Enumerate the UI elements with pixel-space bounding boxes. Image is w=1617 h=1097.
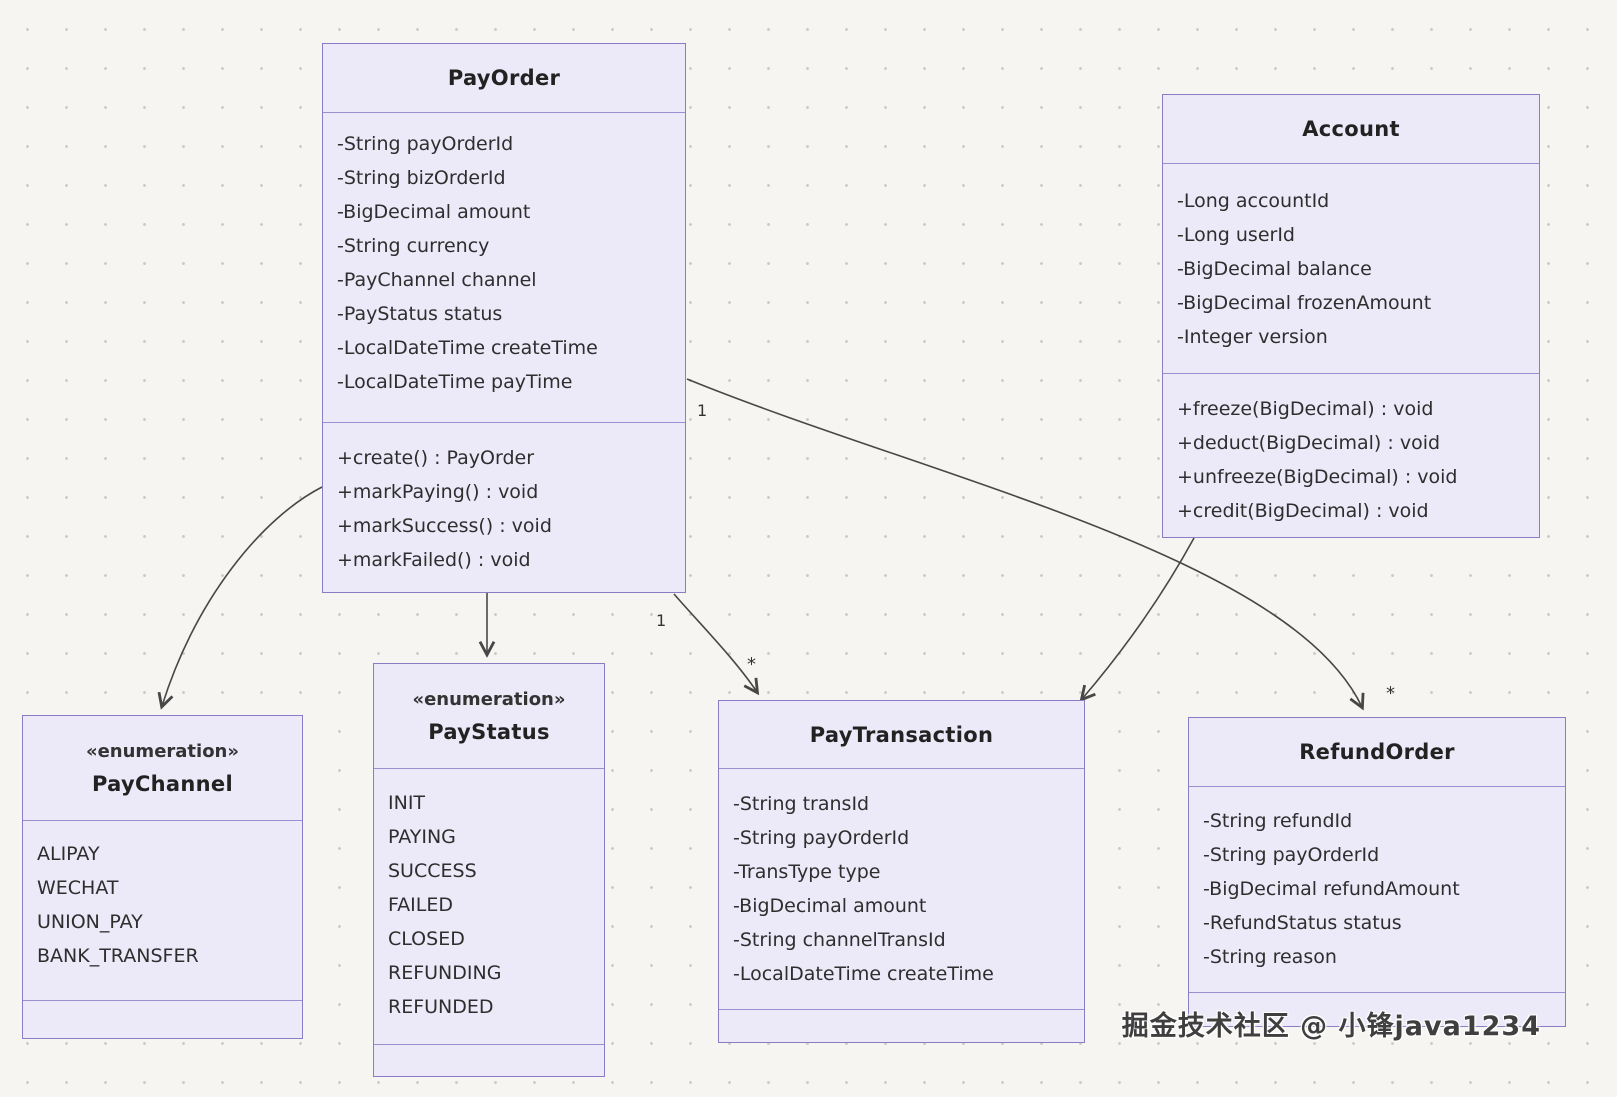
class-title: RefundOrder [1299, 740, 1455, 764]
attribute-line: -BigDecimal amount [337, 201, 531, 223]
multiplicity-payorder-refundorder-source: 1 [697, 401, 708, 420]
multiplicity-payorder-refundorder-target: * [1386, 683, 1395, 704]
attribute-line: -String reason [1203, 946, 1337, 968]
enum-paystatus-header: «enumeration» PayStatus [374, 664, 604, 768]
attribute-line: -String currency [337, 235, 490, 257]
attribute-line: -Long userId [1177, 224, 1295, 246]
class-account-header: Account [1163, 95, 1539, 163]
class-payorder: PayOrder -String payOrderId -String bizOr… [322, 43, 686, 593]
attribute-line: -LocalDateTime createTime [337, 337, 598, 359]
enum-value-line: WECHAT [37, 877, 119, 899]
class-refundorder-attributes: -String refundId -String payOrderId -BigDe… [1189, 786, 1565, 992]
attribute-line: -BigDecimal frozenAmount [1177, 292, 1432, 314]
watermark-text: 掘金技术社区 @ 小锋java1234 [1121, 1011, 1541, 1042]
enum-paychannel: «enumeration» PayChannel ALIPAY WECHAT UNI… [22, 715, 303, 1039]
attribute-line: -LocalDateTime payTime [337, 371, 573, 393]
enum-value-line: REFUNDING [388, 962, 502, 984]
enum-value-line: REFUNDED [388, 996, 494, 1018]
attribute-line: -String payOrderId [733, 827, 910, 849]
method-line: +deduct(BigDecimal) : void [1177, 432, 1441, 454]
multiplicity-payorder-paytransaction-source: 1 [656, 611, 667, 630]
edge-payorder-paychannel [162, 486, 323, 706]
class-payorder-methods: +create() : PayOrder +markPaying() : void… [323, 422, 685, 592]
class-account-attributes: -Long accountId -Long userId -BigDecimal b… [1163, 163, 1539, 373]
class-title: PayChannel [92, 772, 233, 796]
method-line: +unfreeze(BigDecimal) : void [1177, 466, 1458, 488]
edge-payorder-paytransaction [673, 593, 757, 692]
attribute-line: -String transId [733, 793, 870, 815]
multiplicity-payorder-paytransaction-target: * [747, 654, 756, 675]
attribute-line: -BigDecimal refundAmount [1203, 878, 1460, 900]
class-refundorder-header: RefundOrder [1189, 718, 1565, 786]
enum-value-line: CLOSED [388, 928, 465, 950]
method-line: +markSuccess() : void [337, 515, 552, 537]
method-line: +freeze(BigDecimal) : void [1177, 398, 1434, 420]
class-refundorder-empty-compartment [1189, 992, 1565, 1026]
enum-value-line: PAYING [388, 826, 456, 848]
enum-value-line: SUCCESS [388, 860, 477, 882]
attribute-line: -PayStatus status [337, 303, 503, 325]
enum-value-line: ALIPAY [37, 843, 100, 865]
class-payorder-attributes: -String payOrderId -String bizOrderId -Big… [323, 112, 685, 422]
class-account: Account -Long accountId -Long userId -BigD… [1162, 94, 1540, 538]
stereotype-label: «enumeration» [412, 689, 566, 710]
enum-paystatus-empty-compartment [374, 1044, 604, 1076]
attribute-line: -LocalDateTime createTime [733, 963, 994, 985]
method-line: +create() : PayOrder [337, 447, 535, 469]
enum-paystatus-values: INIT PAYING SUCCESS FAILED CLOSED REFUNDING RE… [374, 768, 604, 1044]
attribute-line: -BigDecimal balance [1177, 258, 1372, 280]
enum-value-line: UNION_PAY [37, 911, 143, 933]
attribute-line: -RefundStatus status [1203, 912, 1402, 934]
class-payorder-header: PayOrder [323, 44, 685, 112]
enum-value-line: INIT [388, 792, 426, 814]
attribute-line: -Integer version [1177, 326, 1328, 348]
attribute-line: -PayChannel channel [337, 269, 537, 291]
attribute-line: -String channelTransId [733, 929, 946, 951]
attribute-line: -String payOrderId [1203, 844, 1380, 866]
attribute-line: -String refundId [1203, 810, 1353, 832]
attribute-line: -BigDecimal amount [733, 895, 927, 917]
method-line: +markPaying() : void [337, 481, 539, 503]
class-paytransaction-attributes: -String transId -String payOrderId -TransT… [719, 768, 1084, 1009]
edge-payorder-refundorder [686, 378, 1362, 707]
class-title: PayStatus [428, 720, 550, 744]
class-account-methods: +freeze(BigDecimal) : void +deduct(BigDec… [1163, 373, 1539, 537]
method-line: +credit(BigDecimal) : void [1177, 500, 1429, 522]
enum-paystatus: «enumeration» PayStatus INIT PAYING SUCCES… [373, 663, 605, 1077]
enum-paychannel-empty-compartment [23, 1000, 302, 1038]
attribute-line: -Long accountId [1177, 190, 1330, 212]
method-line: +markFailed() : void [337, 549, 531, 571]
enum-value-line: BANK_TRANSFER [37, 945, 199, 967]
class-title: PayTransaction [809, 722, 994, 747]
enum-paychannel-values: ALIPAY WECHAT UNION_PAY BANK_TRANSFER [23, 820, 302, 1000]
enum-value-line: FAILED [388, 894, 454, 916]
class-title: PayOrder [447, 66, 561, 90]
attribute-line: -String bizOrderId [337, 167, 506, 189]
edge-account-paytransaction [1082, 537, 1195, 699]
attribute-line: -TransType type [733, 861, 881, 883]
class-paytransaction-empty-compartment [719, 1009, 1084, 1042]
enum-paychannel-header: «enumeration» PayChannel [23, 716, 302, 820]
stereotype-label: «enumeration» [85, 741, 240, 762]
class-refundorder: RefundOrder -String refundId -String payO… [1188, 717, 1566, 1027]
attribute-line: -String payOrderId [337, 133, 514, 155]
class-title: Account [1302, 117, 1400, 141]
class-paytransaction: PayTransaction -String transId -String pa… [718, 700, 1085, 1043]
class-paytransaction-header: PayTransaction [719, 701, 1084, 768]
